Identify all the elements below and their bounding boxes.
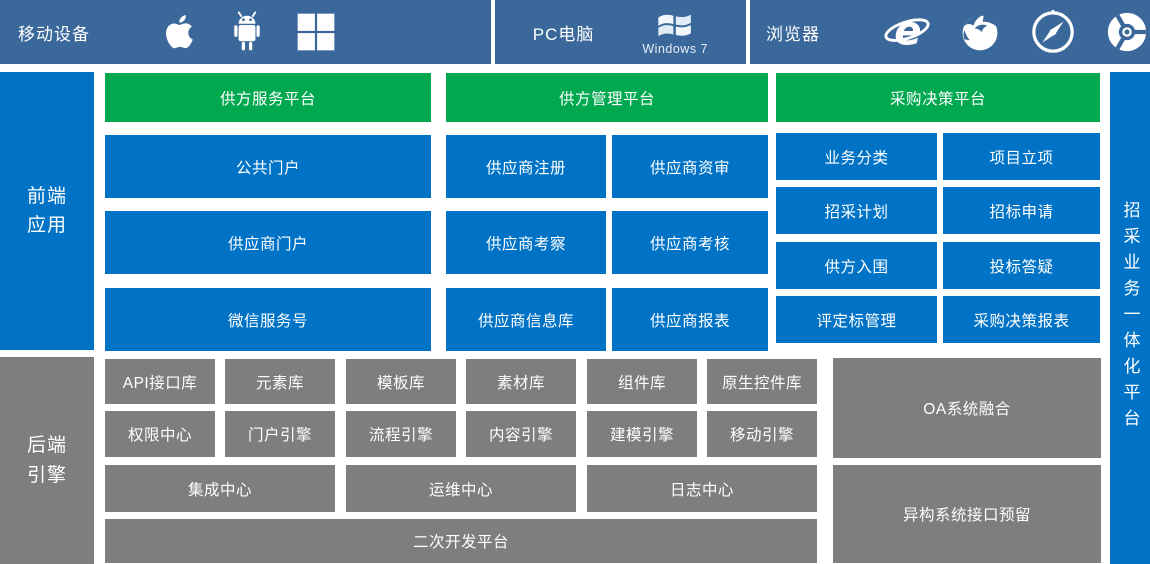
apple-icon [160, 9, 200, 55]
box-supplier-registration: 供应商注册 [446, 135, 606, 198]
box-secondary-development-platform: 二次开发平台 [105, 519, 817, 563]
header-supplier-management-platform: 供方管理平台 [446, 73, 768, 122]
box-heterogeneous-system-interface: 异构系统接口预留 [833, 465, 1101, 563]
box-procurement-decision-reports: 采购决策报表 [943, 296, 1100, 343]
box-bidding-application: 招标申请 [943, 187, 1100, 234]
box-integration-center: 集成中心 [105, 465, 335, 512]
box-supplier-shortlisting: 供方入围 [776, 242, 937, 289]
sidebar-frontend-label: 前端应用 [26, 185, 67, 236]
pc-section: PC电脑 Windows 7 [495, 0, 746, 64]
sidebar-backend-label: 后端引擎 [26, 435, 67, 486]
box-permission-center: 权限中心 [105, 411, 215, 457]
box-wechat-service-account: 微信服务号 [105, 288, 431, 351]
box-element-library: 元素库 [225, 359, 335, 404]
svg-text:e: e [894, 9, 921, 54]
browser-section: 浏览器 e [750, 0, 1150, 64]
safari-icon [1030, 9, 1076, 55]
box-procurement-plan: 招采计划 [776, 187, 937, 234]
box-operations-center: 运维中心 [346, 465, 576, 512]
box-business-classification: 业务分类 [776, 133, 937, 180]
header-supplier-service-platform: 供方服务平台 [105, 73, 431, 122]
browser-label: 浏览器 [766, 24, 820, 44]
chrome-icon [1104, 9, 1150, 55]
android-icon [228, 9, 266, 55]
top-bar-divider [490, 0, 495, 64]
box-api-library: API接口库 [105, 359, 215, 404]
box-supplier-qualification: 供应商资审 [612, 135, 768, 198]
box-log-center: 日志中心 [587, 465, 817, 512]
windows7-caption: Windows 7 [642, 41, 709, 56]
box-portal-engine: 门户引擎 [225, 411, 335, 457]
box-oa-system-integration: OA系统融合 [833, 358, 1101, 458]
firefox-icon [958, 10, 1002, 54]
box-bid-evaluation-management: 评定标管理 [776, 296, 937, 343]
box-material-library: 素材库 [466, 359, 576, 404]
box-supplier-reports: 供应商报表 [612, 288, 768, 351]
box-template-library: 模板库 [346, 359, 456, 404]
right-vertical-bar: 招采业务一体化平台 [1110, 72, 1150, 564]
pc-label: PC电脑 [532, 24, 595, 44]
box-public-portal: 公共门户 [105, 135, 431, 198]
sidebar-backend: 后端引擎 [0, 357, 94, 564]
mobile-devices-label: 移动设备 [18, 24, 90, 44]
box-supplier-assessment: 供应商考核 [612, 211, 768, 274]
ie-icon: e [884, 9, 930, 55]
box-component-library: 组件库 [587, 359, 697, 404]
box-supplier-portal: 供应商门户 [105, 211, 431, 274]
top-bar-divider [746, 0, 750, 64]
mobile-devices-section: 移动设备 [0, 0, 491, 64]
box-bid-clarification: 投标答疑 [943, 242, 1100, 289]
box-mobile-engine: 移动引擎 [707, 411, 817, 457]
box-native-control-library: 原生控件库 [707, 359, 817, 404]
box-supplier-info-database: 供应商信息库 [446, 288, 606, 351]
right-vertical-bar-label: 招采业务一体化平台 [1120, 201, 1140, 435]
box-supplier-inspection: 供应商考察 [446, 211, 606, 274]
box-modeling-engine: 建模引擎 [587, 411, 697, 457]
windows7-logo: Windows 7 [642, 9, 708, 56]
box-workflow-engine: 流程引擎 [346, 411, 456, 457]
top-bar: 移动设备 [0, 0, 1150, 64]
header-procurement-decision-platform: 采购决策平台 [776, 73, 1100, 122]
sidebar-frontend: 前端应用 [0, 72, 94, 350]
box-project-initiation: 项目立项 [943, 133, 1100, 180]
box-content-engine: 内容引擎 [466, 411, 576, 457]
windows-icon [294, 10, 338, 54]
